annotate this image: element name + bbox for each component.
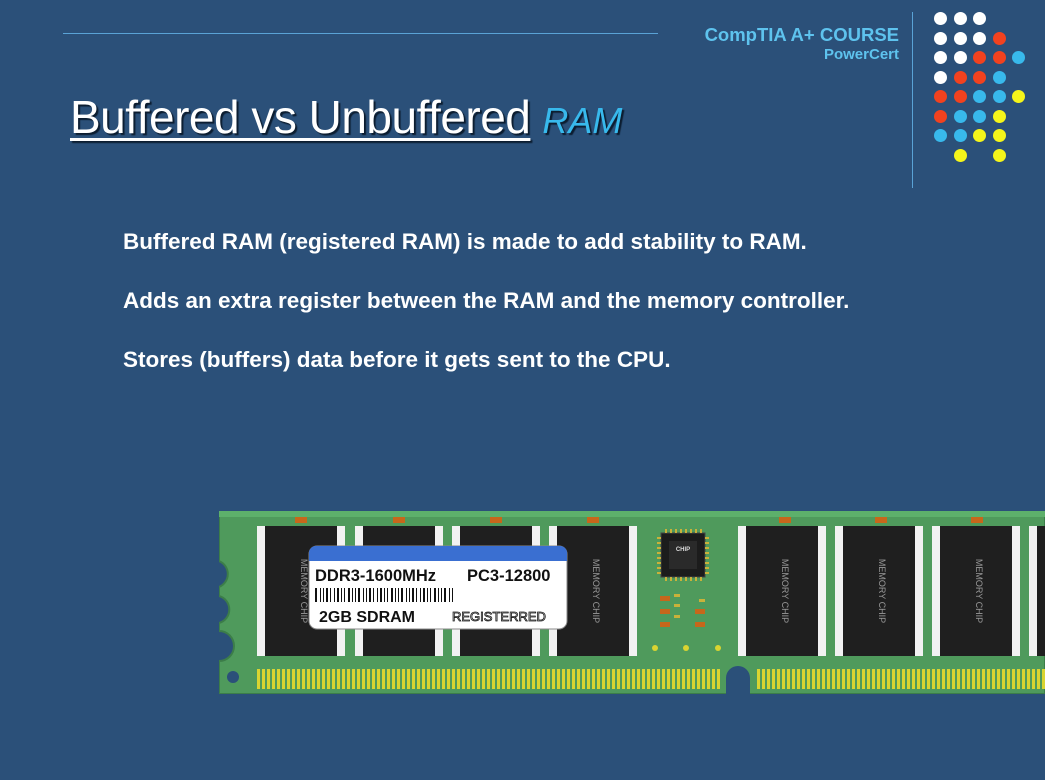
decorative-dot	[992, 148, 1006, 162]
decorative-dot	[992, 129, 1006, 142]
sticker-capacity: 2GB SDRAM	[319, 609, 415, 626]
header-rule	[63, 33, 658, 34]
decorative-dot	[953, 129, 967, 142]
decorative-dot-grid	[926, 4, 1036, 174]
controller-chip: CHIP	[657, 529, 709, 581]
memory-chip: MEMORY CHIP	[1029, 526, 1045, 656]
vertical-rule	[912, 12, 913, 188]
decorative-dot	[934, 12, 947, 25]
svg-text:MEMORY CHIP: MEMORY CHIP	[299, 559, 309, 623]
bullet-item: Buffered RAM (registered RAM) is made to…	[123, 229, 807, 254]
memory-chip: MEMORY CHIP	[738, 526, 826, 656]
decorative-dot	[973, 70, 986, 84]
ram-label-sticker: DDR3-1600MHz PC3-12800 2GB SDRAM REGISTE…	[308, 545, 568, 630]
decorative-dot	[934, 90, 947, 103]
decorative-dot	[934, 129, 947, 142]
decorative-dot	[992, 51, 1006, 64]
decorative-dot	[953, 70, 967, 84]
decorative-dot	[934, 31, 947, 45]
course-title: CompTIA A+ COURSE	[704, 24, 899, 45]
decorative-dot	[953, 31, 967, 45]
slide-title: Buffered vs Unbuffered RAM	[70, 90, 622, 144]
memory-chip: MEMORY CHIP	[932, 526, 1020, 656]
bullet-item: Adds an extra register between the RAM a…	[123, 288, 850, 313]
course-header: CompTIA A+ COURSE PowerCert	[705, 24, 899, 63]
decorative-dot	[992, 31, 1006, 45]
decorative-dot	[1012, 90, 1025, 103]
sticker-speed: DDR3-1600MHz	[315, 567, 436, 585]
title-main: Buffered vs Unbuffered	[70, 91, 531, 143]
decorative-dot	[973, 12, 986, 25]
brand-name: PowerCert	[823, 46, 899, 63]
sticker-type: REGISTERRED	[452, 609, 546, 624]
svg-text:MEMORY CHIP: MEMORY CHIP	[780, 559, 790, 623]
decorative-dot	[934, 70, 947, 84]
decorative-dot	[953, 12, 967, 25]
decorative-dot	[934, 51, 947, 64]
ram-module-illustration: MEMORY CHIP MEMORY CHIP MEMORY CHIP MEMORY …	[219, 511, 1045, 694]
decorative-dot	[992, 70, 1006, 84]
decorative-dot	[1012, 51, 1025, 64]
decorative-dot	[973, 129, 986, 142]
svg-text:MEMORY CHIP: MEMORY CHIP	[877, 559, 887, 623]
svg-text:MEMORY CHIP: MEMORY CHIP	[974, 559, 984, 623]
title-accent: RAM	[542, 100, 623, 141]
decorative-dot	[973, 51, 986, 64]
svg-text:MEMORY CHIP: MEMORY CHIP	[591, 559, 601, 623]
decorative-dot	[953, 109, 967, 123]
decorative-dot	[973, 90, 986, 103]
controller-label: CHIP	[676, 547, 690, 553]
decorative-dot	[973, 31, 986, 45]
decorative-dot	[973, 109, 986, 123]
decorative-dot	[992, 109, 1006, 123]
memory-chip: MEMORY CHIP	[835, 526, 923, 656]
sticker-pc-rating: PC3-12800	[467, 567, 550, 585]
decorative-dot	[934, 109, 947, 123]
bullet-item: Stores (buffers) data before it gets sen…	[123, 347, 671, 372]
decorative-dot	[992, 90, 1006, 103]
decorative-dot	[953, 90, 967, 103]
decorative-dot	[953, 51, 967, 64]
bullet-list: Buffered RAM (registered RAM) is made to…	[123, 226, 883, 403]
decorative-dot	[953, 148, 967, 162]
